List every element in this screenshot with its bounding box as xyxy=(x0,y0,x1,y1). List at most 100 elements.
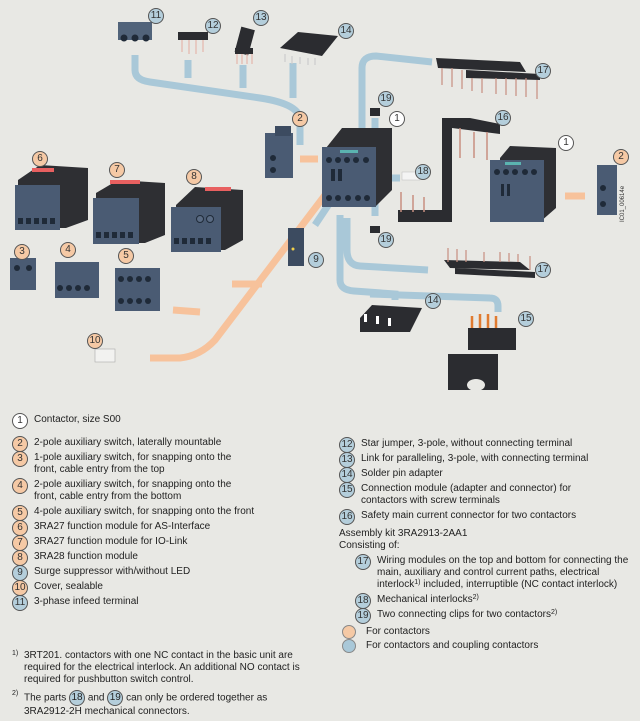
color-key: For contactors For contactors and coupli… xyxy=(342,625,539,654)
route-5 xyxy=(172,306,201,316)
contactor-routes xyxy=(150,155,585,362)
legend-item-19: 19 Two connecting clips for two contactor… xyxy=(355,608,629,624)
badge-5: 5 xyxy=(118,248,134,264)
legend-item-16: 16 Safety main current connector for two … xyxy=(339,509,629,525)
badge-17-top: 17 xyxy=(535,63,551,79)
badge-15: 15 xyxy=(518,311,534,327)
contactor-1-right xyxy=(490,146,556,222)
legend-text: Star jumper, 3-pole, without connecting … xyxy=(361,438,573,449)
solder-pin-adapter-14-top xyxy=(280,32,338,65)
route-main-orange xyxy=(150,175,341,362)
badge-13: 13 xyxy=(253,10,269,26)
legend-text: 2-pole auxiliary switch, laterally mount… xyxy=(34,437,222,448)
badge: 7 xyxy=(12,535,28,551)
legend-text: Mechanical interlocks xyxy=(377,594,473,605)
badge: 5 xyxy=(12,505,28,521)
legend-text: 2-pole auxiliary switch, for snapping on… xyxy=(34,479,232,502)
connecting-clip-19-top xyxy=(370,108,380,116)
badge-11: 11 xyxy=(148,8,164,24)
route-15 xyxy=(369,290,502,312)
badge-16: 16 xyxy=(495,110,511,126)
legend-right: 12 Star jumper, 3-pole, without connectin… xyxy=(339,437,629,624)
footnote-ref: 2) xyxy=(472,594,479,601)
badge: 17 xyxy=(355,554,371,570)
badge: 8 xyxy=(12,550,28,566)
key-coupling-contactors: For contactors and coupling contactors xyxy=(342,639,539,653)
route-17-bottom xyxy=(343,218,429,274)
badge-14-bottom: 14 xyxy=(425,293,441,309)
badge-1-right: 1 xyxy=(558,135,574,151)
badge-12: 12 xyxy=(205,18,221,34)
legend-text: 1-pole auxiliary switch, for snapping on… xyxy=(34,452,232,475)
connection-module-15 xyxy=(448,314,516,391)
aux-switch-5 xyxy=(115,268,160,311)
orange-dot-icon xyxy=(342,625,356,639)
legend-item-7: 7 3RA27 function module for IO-Link xyxy=(12,535,312,551)
star-jumper-12 xyxy=(178,32,208,54)
legend-item-17: 17 Wiring modules on the top and bottom f… xyxy=(355,554,639,591)
connecting-clip-19-bottom xyxy=(370,226,380,233)
cover-10 xyxy=(94,348,116,363)
key-label: For contactors xyxy=(366,626,430,637)
legend-item-3: 3 1-pole auxiliary switch, for snapping o… xyxy=(12,451,249,476)
legend-item-13: 13 Link for paralleling, 3-pole, with con… xyxy=(339,452,629,468)
badge-4: 4 xyxy=(60,242,76,258)
link-paralleling-13 xyxy=(234,26,255,64)
badge-14-top: 14 xyxy=(338,23,354,39)
diagram-canvas xyxy=(10,22,617,391)
badge: 19 xyxy=(355,608,371,624)
assembly-kit-subtitle: Consisting of: xyxy=(339,540,400,551)
badge: 1 xyxy=(12,413,28,429)
badge-8: 8 xyxy=(186,169,202,185)
function-module-6 xyxy=(15,165,88,230)
key-contactors: For contactors xyxy=(342,625,538,639)
assembly-kit-title: Assembly kit 3RA2913-2AA1 xyxy=(339,528,468,539)
badge-18: 18 xyxy=(415,164,431,180)
badge: 3 xyxy=(12,451,28,467)
legend-left: 1 Contactor, size S00 2 2-pole auxiliary s… xyxy=(12,413,312,611)
legend-text-after: included, interruptible (NC contact inte… xyxy=(420,579,618,590)
legend-text: 4-pole auxiliary switch, for snapping on… xyxy=(34,506,255,517)
legend-text: Connection module (adapter and connector… xyxy=(361,483,572,506)
legend-text: Safety main current connector for two co… xyxy=(361,510,577,521)
route-17-top xyxy=(358,52,433,142)
badge-19-ref: 19 xyxy=(107,690,124,706)
function-module-7 xyxy=(93,180,165,244)
footnote-text: can only be ordered together as 3RA2912-… xyxy=(24,692,268,717)
legend-text: Contactor, size S00 xyxy=(34,414,121,425)
legend-text: 3RA27 function module for IO-Link xyxy=(34,536,188,547)
badge-19-top: 19 xyxy=(378,91,394,107)
badge-2-left: 2 xyxy=(292,111,308,127)
legend-text: Link for paralleling, 3-pole, with conne… xyxy=(361,453,589,464)
legend-text: Surge suppressor with/without LED xyxy=(34,566,191,577)
badge-6: 6 xyxy=(32,151,48,167)
badge: 13 xyxy=(339,452,355,468)
footnote-1: 1)3RT201. contactors with one NC contact… xyxy=(12,650,302,686)
badge-10: 10 xyxy=(87,333,103,349)
legend-text: Cover, sealable xyxy=(34,581,103,592)
badge: 16 xyxy=(339,509,355,525)
legend-item-5: 5 4-pole auxiliary switch, for snapping o… xyxy=(12,505,312,521)
badge-7: 7 xyxy=(109,162,125,178)
contactor-1-main xyxy=(322,128,392,207)
footnote-2: 2)The parts 18 and 19 can only be ordere… xyxy=(12,690,302,718)
aux-switch-2-left xyxy=(265,126,293,178)
assembly-kit-items: 17 Wiring modules on the top and bottom f… xyxy=(339,554,629,624)
footnote-ref: 2) xyxy=(550,609,558,616)
badge: 14 xyxy=(339,467,355,483)
legend-text: Wiring modules on the top and bottom for… xyxy=(377,555,629,590)
key-label: For contactors and coupling contactors xyxy=(366,640,539,651)
legend-text: 3-phase infeed terminal xyxy=(34,596,139,607)
badge-9: 9 xyxy=(308,252,324,268)
legend-text: Two connecting clips for two contactors xyxy=(377,609,551,620)
badge: 2 xyxy=(12,436,28,452)
badge: 12 xyxy=(339,437,355,453)
badge: 15 xyxy=(339,482,355,498)
route-14-bottom xyxy=(336,215,399,300)
